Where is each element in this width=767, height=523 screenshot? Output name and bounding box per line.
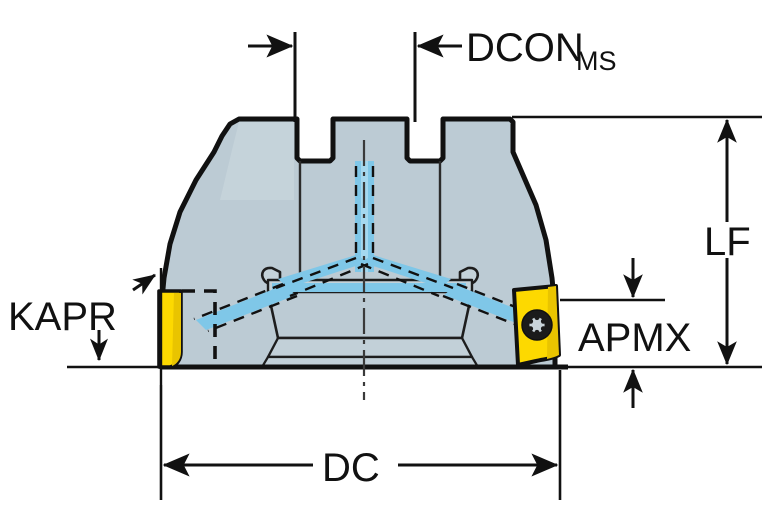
dimension-dcon-ms: DCON MS xyxy=(248,26,617,122)
lf-label: LF xyxy=(704,220,751,264)
coolant-duct-left xyxy=(196,285,296,330)
kapr-label: KAPR xyxy=(8,295,117,339)
insert-screw-torx-lobes xyxy=(528,315,546,335)
dcon-subscript-label: MS xyxy=(576,46,617,76)
dc-label: DC xyxy=(322,446,380,490)
right-insert-shadow-edge xyxy=(547,286,559,359)
hidden-detail-group xyxy=(182,289,217,360)
insert-screw-torx-recess xyxy=(529,317,545,333)
dimension-apmx: APMX xyxy=(560,258,691,408)
bottom-chamfer xyxy=(266,336,474,359)
dcon-label: DCON xyxy=(466,26,584,70)
left-insert-pocket-hidden xyxy=(182,289,217,360)
lower-hub-block xyxy=(266,290,474,340)
apmx-label: APMX xyxy=(578,316,691,360)
dimension-kapr: KAPR xyxy=(8,268,163,385)
body-highlight-left xyxy=(220,122,294,200)
kapr-angle-arrow xyxy=(132,273,156,295)
left-insert-shadow-edge xyxy=(172,293,181,366)
dimension-lf: LF xyxy=(512,115,762,369)
coolant-flange-band xyxy=(272,283,466,292)
dimension-dc: DC xyxy=(159,370,562,500)
insert-group xyxy=(157,284,561,369)
